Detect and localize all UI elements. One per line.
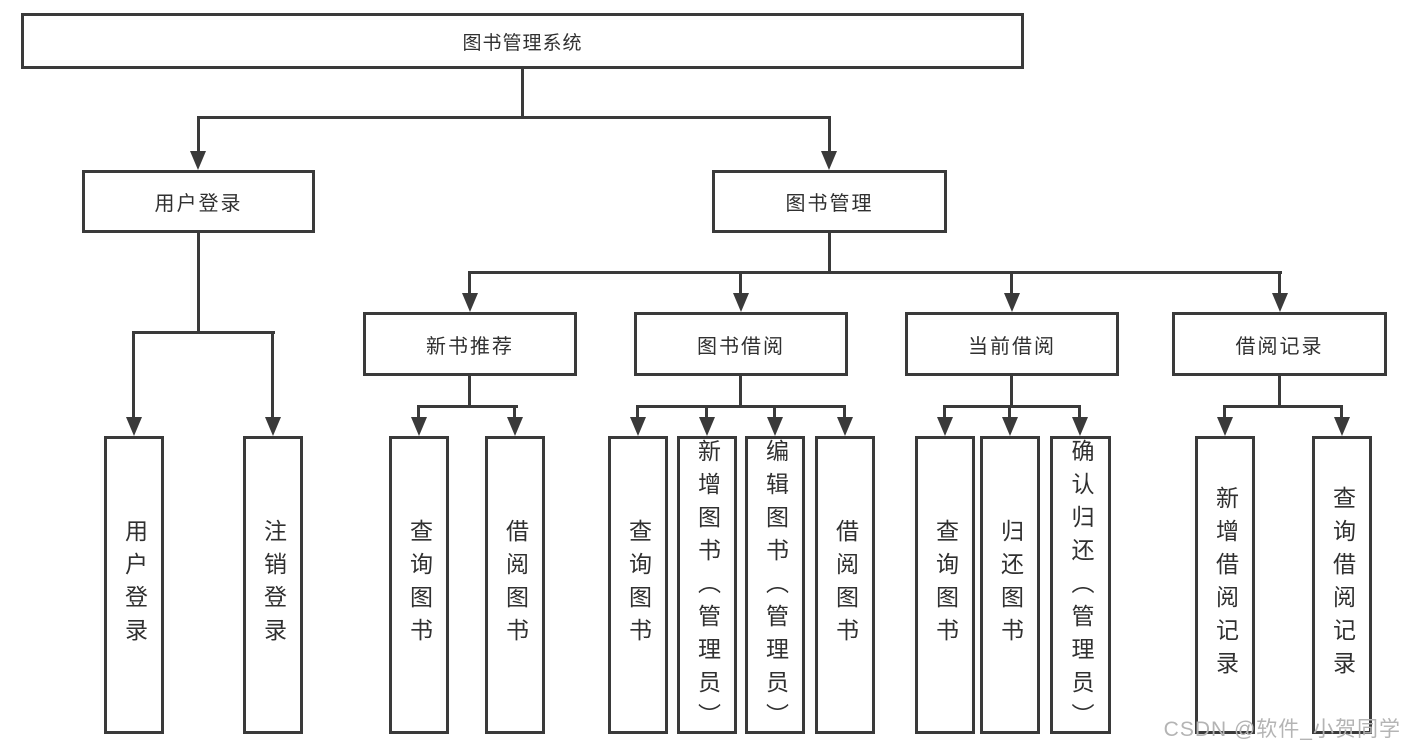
leaf-edit-book-admin: 编辑图书（管理员） [745,436,805,736]
connector-hline [197,116,831,119]
node-current-borrowing: 当前借阅 [905,312,1119,376]
connector-vline [705,405,708,419]
connector-vline [943,405,946,419]
connector-vline [468,271,471,296]
connector-hline [944,405,1081,408]
node-label: 当前借阅 [968,335,1056,358]
leaf-query-books-recommend: 查询图书 [389,436,449,734]
arrow-down [265,417,281,436]
connector-vline [417,405,420,419]
arrow-down [1002,417,1018,436]
node-label: 用户登录 [154,193,243,215]
connector-vline [197,116,200,153]
connector-vline [1223,405,1226,419]
node-book-management: 图书管理 [712,170,947,233]
leaf-add-borrow-record: 新增借阅记录 [1195,436,1255,734]
node-label: 图书借阅 [697,335,785,358]
connector-vline [1010,376,1013,408]
connector-vline [773,405,776,419]
arrow-down [1072,417,1088,436]
leaf-label: 新增图书（管理员） [694,439,721,736]
leaf-label: 注销登录 [260,519,287,651]
connector-vline [513,405,516,419]
leaf-label: 用户登录 [121,519,148,651]
leaf-label: 编辑图书（管理员） [762,439,789,736]
arrow-down [630,417,646,436]
connector-vline [1340,405,1343,419]
connector-vline [1278,376,1281,408]
arrow-down [1004,293,1020,312]
connector-vline [132,331,135,419]
leaf-label: 查询图书 [625,519,652,651]
connector-hline [469,271,1282,274]
arrow-down [733,293,749,312]
arrow-down [1272,293,1288,312]
leaf-label: 查询图书 [406,519,433,651]
connector-hline [1224,405,1343,408]
node-root-label: 图书管理系统 [462,32,583,54]
connector-hline [637,405,846,408]
leaf-label: 新增借阅记录 [1212,486,1239,684]
connector-vline [1078,405,1081,419]
leaf-return-book: 归还图书 [980,436,1040,734]
connector-vline [468,376,471,408]
connector-vline [197,233,200,334]
leaf-label: 借阅图书 [832,519,859,651]
arrow-down [411,417,427,436]
node-label: 新书推荐 [426,335,514,358]
node-book-borrowing: 图书借阅 [634,312,848,376]
arrow-down [126,417,142,436]
leaf-logout: 注销登录 [243,436,303,734]
connector-vline [1010,271,1013,296]
arrow-down [1217,417,1233,436]
arrow-down [190,151,206,170]
connector-vline [1008,405,1011,419]
leaf-query-borrow-record: 查询借阅记录 [1312,436,1372,734]
leaf-borrow-books-borrowing: 借阅图书 [815,436,875,734]
leaf-user-login: 用户登录 [104,436,164,734]
leaf-label: 借阅图书 [502,519,529,651]
node-user-login: 用户登录 [82,170,315,233]
connector-vline [521,69,524,118]
arrow-down [1334,417,1350,436]
arrow-down [937,417,953,436]
connector-vline [828,116,831,153]
leaf-confirm-return-admin: 确认归还（管理员） [1050,436,1111,736]
connector-vline [271,331,274,419]
node-label: 借阅记录 [1235,335,1324,358]
arrow-down [507,417,523,436]
connector-vline [1278,271,1281,296]
node-borrow-records: 借阅记录 [1172,312,1387,376]
leaf-query-books-current: 查询图书 [915,436,975,734]
node-new-book-recommend: 新书推荐 [363,312,577,376]
node-root: 图书管理系统 [21,13,1024,69]
arrow-down [462,293,478,312]
connector-hline [133,331,275,334]
arrow-down [837,417,853,436]
arrow-down [767,417,783,436]
leaf-borrow-books-recommend: 借阅图书 [485,436,545,734]
connector-vline [636,405,639,419]
leaf-label: 归还图书 [997,519,1024,651]
leaf-add-book-admin: 新增图书（管理员） [677,436,737,736]
connector-vline [739,376,742,408]
arrow-down [821,151,837,170]
connector-vline [828,233,831,274]
connector-vline [739,271,742,296]
leaf-label: 查询借阅记录 [1329,486,1356,684]
connector-hline [418,405,518,408]
leaf-query-books-borrowing: 查询图书 [608,436,668,734]
arrow-down [699,417,715,436]
node-label: 图书管理 [785,193,874,215]
connector-vline [843,405,846,419]
leaf-label: 查询图书 [932,519,959,651]
csdn-watermark: CSDN @软件_小贺同学 [1163,718,1401,741]
leaf-label: 确认归还（管理员） [1068,439,1094,736]
